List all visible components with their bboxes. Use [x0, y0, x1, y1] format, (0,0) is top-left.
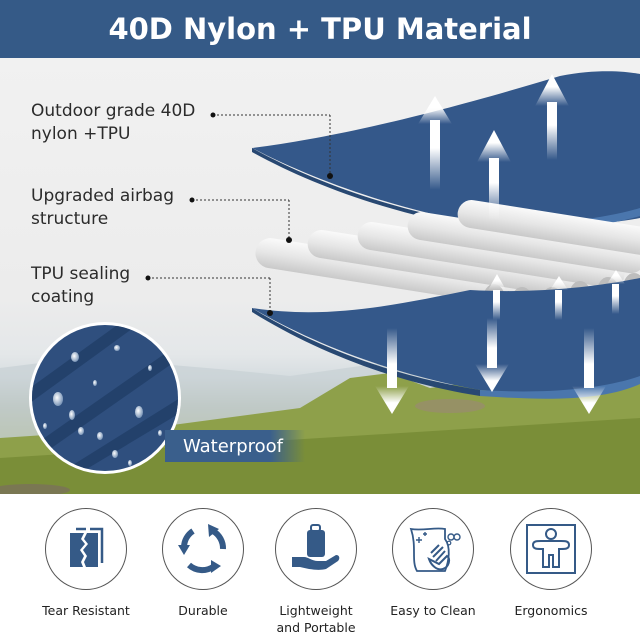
layer-label-line: TPU sealing — [31, 264, 131, 284]
feature-tear-resistant: Tear Resistant — [26, 508, 146, 619]
feature-caption: Durable — [143, 602, 263, 619]
feature-caption-line: Easy to Clean — [390, 603, 476, 618]
feature-caption-line: Ergonomics — [514, 603, 588, 618]
feature-easy-to-clean: Easy to Clean — [373, 508, 493, 619]
feature-caption-line: Lightweight — [279, 603, 353, 618]
layer-label-line: Upgraded airbag — [31, 186, 175, 206]
feature-icons-row: Tear Resistant Durable Li — [0, 494, 640, 635]
feature-caption: Tear Resistant — [26, 602, 146, 619]
feature-ergonomics: Ergonomics — [491, 508, 611, 619]
feature-caption: Ergonomics — [491, 602, 611, 619]
tear-resistant-icon — [45, 508, 127, 590]
durable-cycle-icon — [162, 508, 244, 590]
layer-label-line: structure — [31, 209, 109, 229]
feature-caption: Lightweight and Portable — [256, 602, 376, 636]
ergonomics-person-icon — [510, 508, 592, 590]
page-title: 40D Nylon + TPU Material — [108, 12, 532, 46]
layer-label-nylon: Outdoor grade 40D nylon +TPU — [31, 100, 195, 146]
layer-label-line: coating — [31, 287, 95, 307]
waterproof-label: Waterproof — [183, 435, 284, 457]
cleaning-hand-icon — [392, 508, 474, 590]
layer-label-airbag: Upgraded airbag structure — [31, 185, 174, 231]
feature-caption-line: Tear Resistant — [42, 603, 130, 618]
material-layers-illustration: Outdoor grade 40D nylon +TPU Upgraded ai… — [0, 58, 640, 494]
feature-lightweight: Lightweight and Portable — [256, 508, 376, 636]
feature-caption-line: Durable — [178, 603, 228, 618]
hand-bag-icon — [275, 508, 357, 590]
feature-durable: Durable — [143, 508, 263, 619]
feature-caption: Easy to Clean — [373, 602, 493, 619]
layer-label-line: nylon +TPU — [31, 124, 131, 144]
layer-label-tpu: TPU sealing coating — [31, 263, 130, 309]
layer-diagram-graphic — [0, 71, 640, 494]
header-banner: 40D Nylon + TPU Material — [0, 0, 640, 58]
waterproof-badge: Waterproof — [165, 430, 305, 462]
layer-label-line: Outdoor grade 40D — [31, 101, 196, 121]
feature-caption-line: and Portable — [276, 620, 356, 635]
